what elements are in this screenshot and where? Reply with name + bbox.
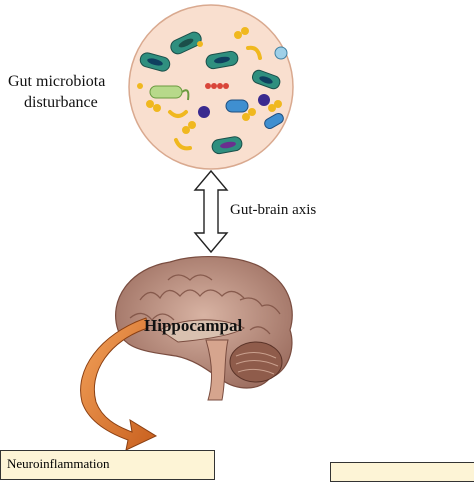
bacteria-icon xyxy=(137,27,288,155)
gut-microbiota-label: Gut microbiota xyxy=(8,73,106,90)
right-outcome-box xyxy=(330,462,474,482)
neuroinflammation-box: Neuroinflammation xyxy=(0,450,215,480)
hippocampal-label: Hippocampal xyxy=(144,316,243,335)
gut-brain-axis-label: Gut-brain axis xyxy=(230,202,317,218)
gut-disturbance-label: disturbance xyxy=(24,94,98,111)
neuroinflammation-label: Neuroinflammation xyxy=(7,456,110,471)
brain-illustration xyxy=(115,255,293,401)
curved-arrow-icon xyxy=(80,317,158,451)
double-arrow-icon xyxy=(193,169,229,254)
